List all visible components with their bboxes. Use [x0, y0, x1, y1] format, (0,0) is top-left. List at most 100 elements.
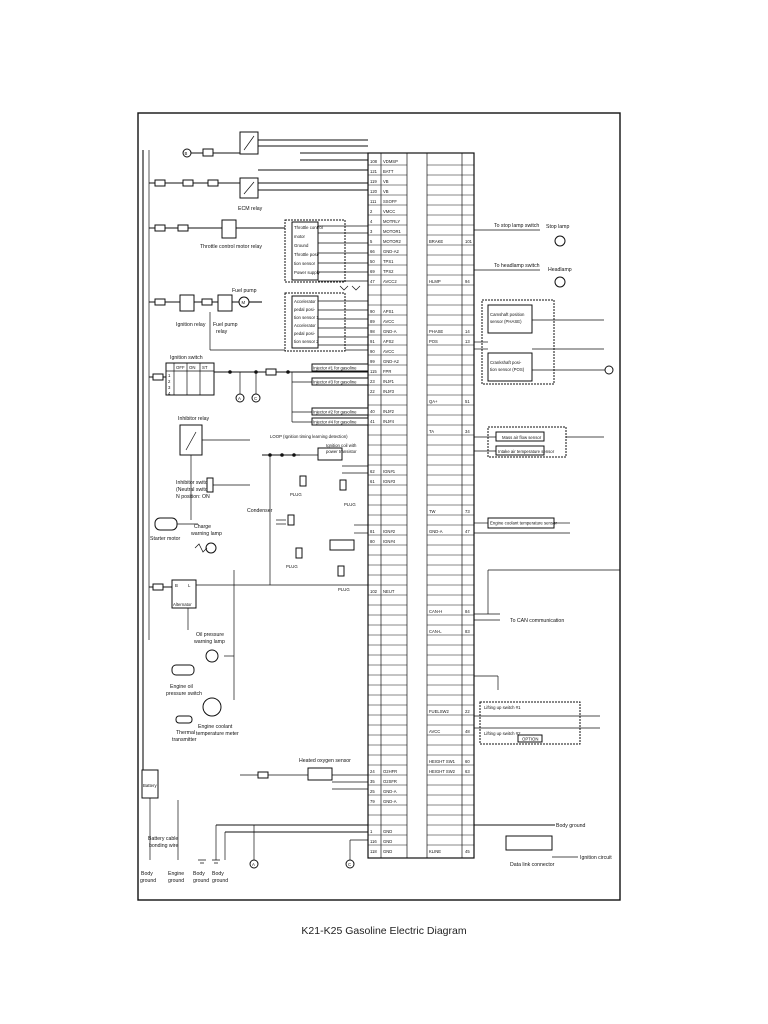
plug-label-1: PLUG — [290, 492, 302, 497]
ecm-pin-number: 2 — [370, 209, 373, 214]
ecm-pin-signal: CAN-H — [429, 609, 442, 614]
ecm-pin-number: 13 — [465, 339, 470, 344]
ignition-relay-label: Ignition relay — [176, 322, 206, 328]
body-ground-label-b1: Body — [193, 871, 205, 877]
ecm-pin-number: 4 — [370, 219, 373, 224]
ecm-pin-number: 119 — [370, 179, 377, 184]
alternator-section: B L Alternator Oil pressure warning lamp… — [149, 570, 368, 743]
accel-sensor-label: pedal posi- — [294, 331, 316, 336]
ecm-pin-number: 116 — [370, 839, 377, 844]
fuel-pump-label: Fuel pump — [232, 288, 257, 294]
ecm-pin-number: 24 — [370, 769, 375, 774]
battery-label: Battery — [143, 783, 157, 788]
ecm-pin-signal: IGN#2 — [383, 529, 396, 534]
lift-switch-label-1: Lifting up switch #1 — [484, 705, 521, 710]
ecm-pin-signal: NEUT — [383, 589, 395, 594]
ecm-pin-number: 51 — [465, 399, 470, 404]
ecm-pin-number: 120 — [370, 189, 378, 194]
ignition-switch-label: Ignition switch — [170, 355, 203, 361]
ecm-pin-signal: CAN-L — [429, 629, 442, 634]
fuel-pump-relay-label-1: Fuel pump — [213, 322, 238, 328]
ecm-pin-number: 66 — [370, 249, 375, 254]
ecm-pin-signal: GND-A2 — [383, 359, 399, 364]
ecm-pin-number: 22 — [465, 709, 470, 714]
ecm-pin-signal: VB — [383, 179, 389, 184]
ecm-pin-signal: AVCC — [383, 319, 394, 324]
svg-text:M: M — [242, 300, 246, 305]
accel-sensor-label: tion sensor 1 — [294, 315, 319, 320]
maf-label: Mass air flow sensor — [502, 435, 542, 440]
ecm-pin-number: 3 — [370, 229, 373, 234]
ecm-pin-signal: BATT — [383, 169, 394, 174]
ecm-pin-number: 14 — [465, 329, 470, 334]
ignition-switch-row: 1 — [168, 373, 171, 378]
ign-coil-label-1: Ignition coil with — [326, 443, 357, 448]
body-ground-label-a1: Body — [141, 871, 153, 877]
ecm-pin-number: 25 — [370, 789, 375, 794]
ecm-pin-signal: APS1 — [383, 309, 394, 314]
diagram-caption: K21-K25 Gasoline Electric Diagram — [301, 925, 467, 937]
ecm-pin-signal: IGN#3 — [383, 479, 396, 484]
ecm-pin-signal: AVCC — [383, 349, 394, 354]
throttle-motor-relay-section: Throttle control motor relay — [149, 219, 285, 250]
ecm-pin-signal: VMCC — [383, 209, 395, 214]
ecm-pin-signal: GND — [383, 829, 392, 834]
ecm-pin-number: 45 — [465, 849, 470, 854]
throttle-actuator-label: Throttle control — [294, 225, 323, 230]
ecm-pin-number: 40 — [370, 409, 375, 414]
ecm-pin-number: 22 — [370, 389, 375, 394]
ecm-pin-signal: INJ#4 — [383, 419, 395, 424]
ecm-pin-number: 99 — [370, 359, 375, 364]
ecm-pin-number: 81 — [370, 529, 375, 534]
throttle-actuator-label: Power supply — [294, 270, 321, 275]
heated-o2-sensor: Heated oxygen sensor — [240, 758, 368, 790]
ecm-pin-signal: O2HFR — [383, 769, 397, 774]
plug-label-4: PLUG — [338, 587, 350, 592]
battery-section: Battery Battery cable bonding wire Body … — [140, 769, 368, 884]
inhibitor-switch-label-2: (Neutral switch) — [176, 487, 212, 493]
alternator-label: Alternator — [173, 602, 192, 607]
ecm-pin-signal: SSOFF — [383, 199, 397, 204]
ecm-pin-signal: KLINE — [429, 849, 441, 854]
engine-ground-label-2: ground — [168, 878, 184, 884]
ignition-coil-section: LOOP (Ignition timing learning detection… — [247, 434, 368, 592]
plug-label-2: PLUG — [286, 564, 298, 569]
fuel-pump-relay-label-2: relay — [216, 329, 228, 335]
data-link-label: Data link connector — [510, 862, 555, 868]
ecm-pin-signal: GND-A — [383, 799, 397, 804]
temp-meter-label-2: temperature meter — [196, 731, 239, 737]
cam-sensor-label-1: Camshaft position — [490, 312, 525, 317]
ignition-switch-header: ST — [202, 365, 208, 370]
throttle-actuator-label: tion sensor — [294, 261, 316, 266]
ecm-pin-number: 84 — [465, 609, 470, 614]
ecm-pin-number: 102 — [370, 589, 378, 594]
ecm-pin-signal: INJ#2 — [383, 409, 395, 414]
inhibitor-switch-label-3: N position: ON — [176, 494, 210, 500]
ignition-switch-row: 2 — [168, 379, 171, 384]
ecm-pin-signal: IGN#4 — [383, 539, 396, 544]
ecm-pin-number: 35 — [370, 779, 375, 784]
ecm-pin-signal: GND-A — [429, 529, 443, 534]
oil-lamp-label-2: warning lamp — [194, 639, 225, 645]
headlamp-label: Headlamp — [548, 267, 572, 273]
ecm-relay-label: ECM relay — [238, 206, 263, 212]
to-can-label: To CAN communication — [510, 618, 564, 624]
ect-sensor-label: Engine coolant temperature sensor — [490, 521, 557, 526]
ecm-pin-signal: O2SFR — [383, 779, 397, 784]
ecm-pin-signal: VDMSP — [383, 159, 398, 164]
ecm-pin-signal: BRAKE — [429, 239, 443, 244]
injector-4: Injector #4 for gasoline — [313, 420, 357, 425]
svg-text:A: A — [252, 862, 255, 867]
ecm-pin-signal: MOTOR2 — [383, 239, 402, 244]
ecm-pin-number: 5 — [370, 239, 373, 244]
oil-switch-label-2: pressure switch — [166, 691, 202, 697]
crank-sensor-label-2: tion sensor (POS) — [490, 367, 525, 372]
ecm-pin-number: 111 — [370, 199, 377, 204]
ecm-pin-number: 90 — [370, 309, 375, 314]
ecm-pin-signal: TA — [429, 429, 434, 434]
ecm-pin-signal: VB — [383, 189, 389, 194]
ecm-pin-signal: TW — [429, 509, 436, 514]
